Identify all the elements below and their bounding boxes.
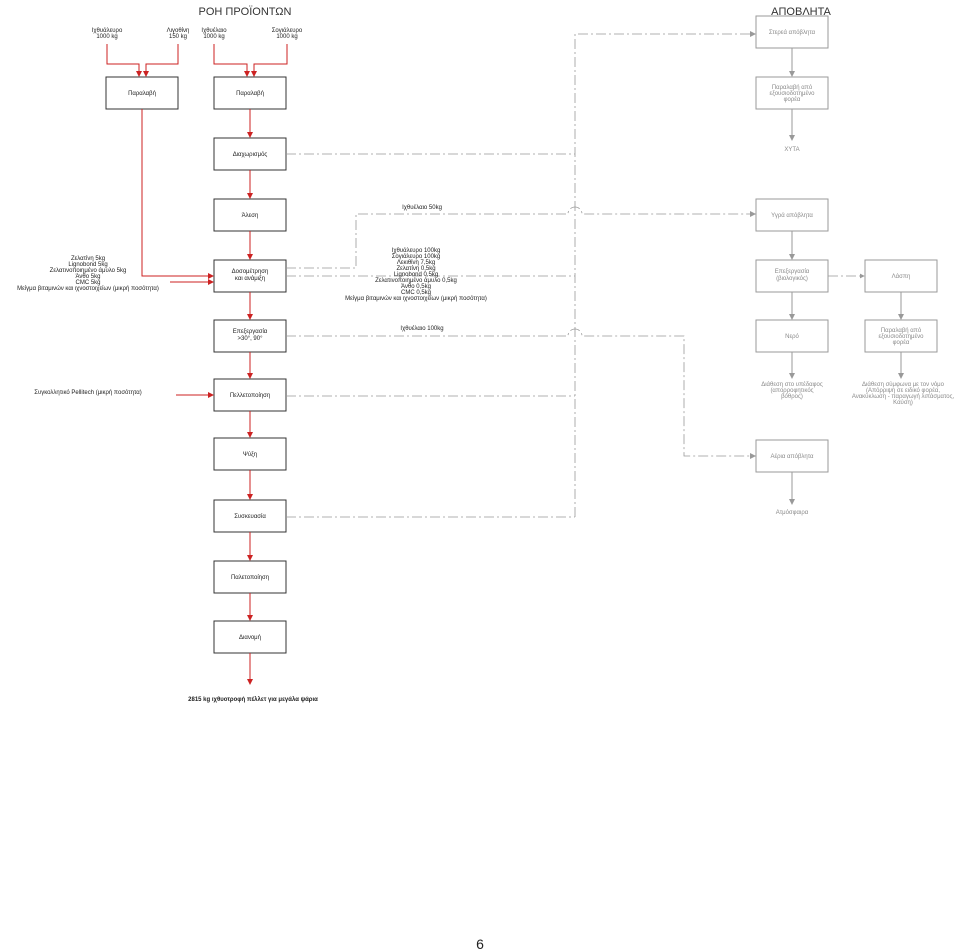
waste-label-gas: Αέρια απόβλητα (770, 453, 814, 460)
waste-label-collect-3: φορέα (784, 96, 801, 103)
mix-list-line: Άνθο 0,5kg (401, 284, 431, 290)
input-arrow-soymeal (251, 44, 288, 77)
waste-label-liquid: Υγρά απόβλητα (771, 212, 813, 219)
mix-list-line: Lignobond 0,5kg (394, 272, 438, 278)
waste-collector-solid (574, 33, 756, 517)
step-box-pelleting (213, 378, 287, 412)
step-label-distribution: Διανομή (239, 634, 261, 641)
waste-label-collect2-1: Παραλαβή από (881, 327, 922, 334)
waste-end-soil: Διάθεση στο υπέδαφος (απορροφητικός βόθρ… (761, 381, 823, 400)
step-label-palletizing: Παλετοποίηση (231, 575, 269, 581)
waste-end-atmosphere: Ατμόσφαιρα (776, 509, 809, 516)
input-label-fishmeal-name: Ιχθυάλευρο (92, 27, 123, 34)
step-label-reception-main: Παραλαβή (236, 90, 264, 97)
waste-box-water (755, 319, 829, 353)
step-box-reception-left (105, 76, 179, 110)
mix-list-line: Σογιάλευρο 100kg (392, 253, 441, 260)
input-label-soymeal-qty: 1000 kg (276, 34, 297, 40)
additive-line: Μείγμα βιταμινών και ιχνοστοιχείων (μικρ… (17, 285, 159, 292)
waste-label-solid: Στερεά απόβλητα (769, 29, 816, 36)
waste-box-liquid (755, 198, 829, 232)
waste-box-collect (755, 76, 829, 110)
step-box-distribution (213, 620, 287, 654)
waste-end-landfill: ΧΥΤΑ (784, 147, 799, 153)
input-arrow-lecithin (143, 44, 179, 77)
fishoil-100-label: Ιχθυέλαιο 100kg (400, 325, 443, 332)
left-additives: Ζελατίνη 5kg Lignobond 5kg Ζελατινοποιημ… (17, 256, 159, 292)
step-box-grinding (213, 198, 287, 232)
step-label-reception-left: Παραλαβή (128, 90, 156, 97)
mix-list-line: CMC 0,5kg (401, 290, 431, 296)
waste-line-gas (286, 328, 756, 457)
waste-box-gas (755, 439, 829, 473)
step-box-processing (213, 319, 287, 353)
fishoil-50-label: Ιχθυέλαιο 50kg (402, 204, 442, 211)
additive-line: Lignobond 5kg (68, 262, 107, 268)
mix-list-line: Ζελατινοποιημένο άμυλο 0,5kg (375, 277, 457, 284)
products-title: ΡΟΗ ΠΡΟΪΟΝΤΩΝ (199, 6, 292, 18)
svg-text:Διάθεση στο υπέδαφος: Διάθεση στο υπέδαφος (761, 381, 823, 388)
waste-label-collect-1: Παραλαβή από (772, 84, 813, 91)
step-box-separation (213, 137, 287, 171)
input-label-lecithin-name: Λιγοθίνη (167, 28, 190, 34)
waste-label-treat-2: (βιολογικός) (776, 275, 808, 282)
input-label-soymeal-name: Σογιάλευρο (272, 27, 303, 34)
svg-text:Διάθεση σύμφωνα με τον νόμο: Διάθεση σύμφωνα με τον νόμο (862, 381, 945, 388)
svg-text:βόθρος): βόθρος) (781, 393, 803, 400)
input-label-fishoil-name: Ιχθυέλαιο (201, 27, 227, 34)
waste-label-treat-1: Επεξεργασία (775, 269, 810, 275)
input-label-fishmeal-qty: 1000 kg (96, 34, 117, 40)
waste-label-collect-2: εξουσιοδοτημένο (770, 90, 816, 97)
svg-text:(απορροφητικός: (απορροφητικός (770, 387, 813, 394)
svg-text:Καύση): Καύση) (893, 400, 913, 406)
mix-list-line: Ιχθυάλευρο 100kg (392, 247, 441, 254)
step-box-reception-main (213, 76, 287, 110)
step-label-grinding: Άλεση (242, 213, 259, 219)
step-label-cooling: Ψύξη (243, 452, 257, 458)
step-label-processing-2: >30°, 90° (238, 336, 264, 342)
waste-title: ΑΠΟΒΛΗΤΑ (771, 6, 831, 18)
input-arrow-fishmeal (106, 44, 142, 77)
final-output-label: 2815 kg ιχθυοτροφή πέλλετ για μεγάλα ψάρ… (188, 697, 318, 703)
waste-label-water: Νερό (785, 333, 799, 340)
svg-text:(Απόρριψη σε ειδικό φορέα,: (Απόρριψη σε ειδικό φορέα, (866, 387, 940, 394)
waste-label-collect2-2: εξουσιοδοτημένο (879, 333, 925, 340)
additive-line: Άνθο 5kg (76, 274, 101, 280)
svg-text:Ανακύκλωση - παραγωγή λιπάσματ: Ανακύκλωση - παραγωγή λιπάσματος, (852, 393, 955, 400)
step-label-pelleting: Πελλετοποίηση (230, 393, 270, 399)
mix-list-line: Μείγμα βιταμινών και ιχνοστοιχείων (μικρ… (345, 295, 487, 302)
additive-line: CMC 5kg (75, 280, 100, 286)
step-label-processing-1: Επεξεργασία (233, 329, 268, 335)
input-label-fishoil-qty: 1000 kg (203, 34, 224, 40)
pellet-additive-label: Συγκολλητικό Pellitech (μικρή ποσότητα) (34, 389, 141, 396)
reception-to-mixing-arrow (141, 109, 214, 279)
step-label-dosing-mixing-2: και ανάμιξη (235, 275, 265, 282)
additive-line: Ζελατινοποιημένο άμυλο 5kg (50, 267, 127, 274)
step-label-packaging: Συσκευασία (234, 514, 266, 520)
waste-box-collect2 (864, 319, 938, 353)
mix-list: Ιχθυάλευρο 100kg Σογιάλευρο 100kg Λεκιθί… (345, 247, 487, 302)
waste-line-liquid (286, 206, 756, 269)
step-label-dosing-mixing-1: Δοσομέτρηση (232, 268, 269, 275)
input-label-lecithin-qty: 150 kg (169, 34, 187, 40)
waste-label-sludge: Λάσπη (892, 273, 911, 280)
additive-line: Ζελατίνη 5kg (71, 256, 105, 262)
waste-box-solid (755, 15, 829, 49)
waste-label-collect2-3: φορέα (893, 339, 910, 346)
waste-end-law: Διάθεση σύμφωνα με τον νόμο (Απόρριψη σε… (852, 381, 955, 406)
step-label-separation: Διαχωρισμός (233, 151, 268, 158)
waste-box-treat (755, 259, 829, 293)
input-arrow-fishoil (213, 44, 250, 77)
mix-list-line: Ζελατίνη 0,5kg (396, 266, 435, 272)
page-number: 6 (476, 936, 484, 952)
mix-list-line: Λεκιθίνη 7,5kg (397, 260, 435, 266)
